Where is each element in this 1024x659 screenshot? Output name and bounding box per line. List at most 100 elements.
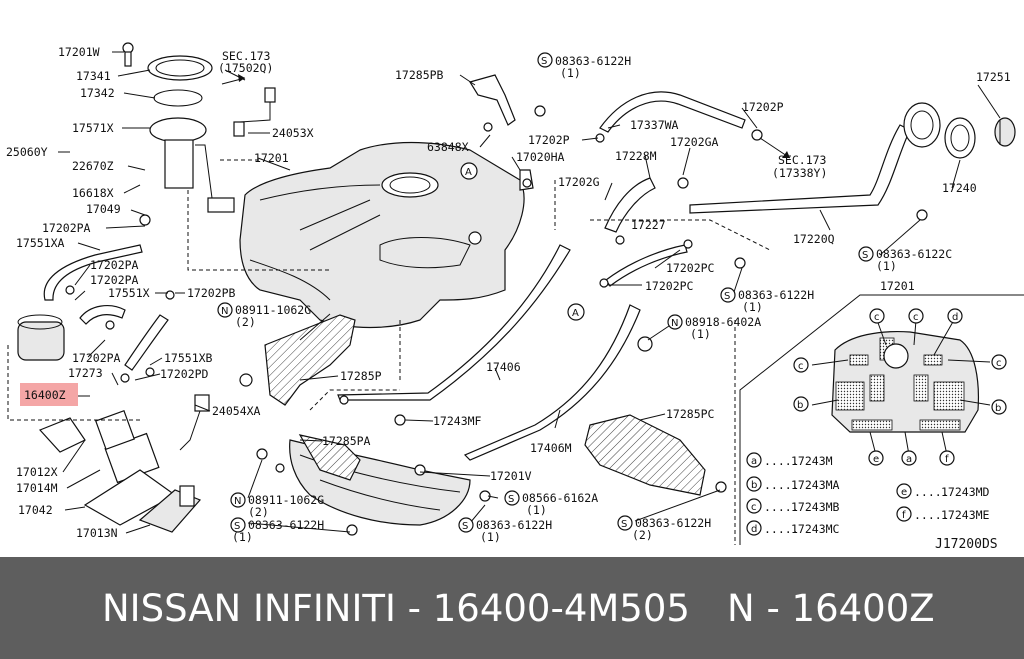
- label-17285P: 17285P: [340, 369, 382, 383]
- label-25060Y: 25060Y: [6, 145, 48, 159]
- inset-callout-f: f: [945, 454, 949, 465]
- label-17406M: 17406M: [530, 441, 572, 455]
- label-08363-6122H-d-qty: (1): [480, 530, 501, 544]
- label-08363-6122H-b-qty: (1): [742, 300, 763, 314]
- circle-s-marker-2: S: [862, 250, 868, 261]
- fuel-filter-16400Z: [17, 314, 65, 361]
- part-number-banner: NISSAN INFINITI - 16400-4M505 N - 16400Z: [0, 557, 1024, 659]
- label-08911-1062G-b-qty: (2): [248, 505, 269, 519]
- label-08363-6122H-c: 08363-6122H: [248, 518, 324, 532]
- label-17202GA: 17202GA: [670, 135, 719, 149]
- label-17201-inset: 17201: [880, 279, 915, 293]
- dashed-guide-lines: [7, 159, 771, 545]
- legend-key-f: f: [902, 510, 906, 521]
- legend-code-b: 17243MA: [791, 478, 840, 492]
- bracket-17012X: [38, 417, 86, 453]
- part-labels: 17201W 17341 17342 SEC.173 (17502Q) 2405…: [6, 45, 1011, 544]
- label-08363-6122H-d: 08363-6122H: [476, 518, 552, 532]
- label-08566-6162A: 08566-6162A: [522, 491, 598, 505]
- inset-callouts: c c d c c b b e a f: [793, 308, 1007, 466]
- label-17013N: 17013N: [76, 526, 118, 540]
- label-08911-1062G-a-qty: (2): [235, 315, 256, 329]
- circle-s-marker-4: S: [508, 494, 514, 505]
- label-17228M: 17228M: [615, 149, 657, 163]
- label-17341: 17341: [76, 69, 111, 83]
- inset-callout-c-3: c: [798, 361, 804, 372]
- circle-a-marker-2: A: [572, 308, 579, 319]
- label-08918-6402A: 08918-6402A: [685, 315, 761, 329]
- label-17551X: 17551X: [108, 286, 150, 300]
- label-08918-6402A-qty: (1): [690, 327, 711, 341]
- label-17049: 17049: [86, 202, 121, 216]
- inset-panel: [739, 294, 1024, 545]
- label-17202PA-b: 17202PA: [90, 258, 139, 272]
- leader-lines: [58, 51, 1001, 534]
- label-17227: 17227: [631, 218, 666, 232]
- label-08363-6122C-qty: (1): [876, 259, 897, 273]
- circle-n-marker: N: [221, 306, 228, 317]
- label-08566-6162A-qty: (1): [526, 503, 547, 517]
- section-arrows: [221, 74, 791, 159]
- label-17202G: 17202G: [558, 175, 600, 189]
- part-highlight: [20, 383, 78, 406]
- inset-callout-e: e: [873, 454, 879, 465]
- label-17201W: 17201W: [58, 45, 100, 59]
- label-24053X: 24053X: [272, 126, 314, 140]
- label-08911-1062G-b: 08911-1062G: [248, 493, 324, 507]
- legend-dots-c: .....: [764, 500, 799, 514]
- inset-callout-d: d: [952, 312, 958, 323]
- label-17285PC: 17285PC: [666, 407, 715, 421]
- label-17342: 17342: [80, 86, 115, 100]
- label-17243MF: 17243MF: [433, 414, 482, 428]
- tank-strap-17406M: [463, 304, 641, 461]
- reference-a-markers: A A: [460, 162, 585, 321]
- label-08911-1062G-a: 08911-1062G: [235, 303, 311, 317]
- label-16400Z: 16400Z: [24, 388, 66, 402]
- label-17201: 17201: [254, 151, 289, 165]
- label-17285PA: 17285PA: [322, 434, 371, 448]
- bracket-17285PB: [469, 74, 516, 126]
- label-08363-6122H-e: 08363-6122H: [635, 516, 711, 530]
- legend-dots-f: .....: [914, 508, 949, 522]
- harness-24053X: [233, 87, 276, 137]
- label-sec173-b: SEC.173: [778, 153, 827, 167]
- circle-n-marker-2: N: [671, 318, 678, 329]
- label-17202PA-c: 17202PA: [90, 273, 139, 287]
- filler-tube-17220Q: [689, 102, 941, 214]
- heat-shield-17285P: [264, 314, 356, 406]
- label-24054XA: 24054XA: [212, 404, 261, 418]
- label-17240: 17240: [942, 181, 977, 195]
- label-17273: 17273: [68, 366, 103, 380]
- banner-part-number: NISSAN INFINITI - 16400-4M505: [102, 587, 690, 630]
- label-17337WA: 17337WA: [630, 118, 679, 132]
- label-17202P-a: 17202P: [528, 133, 570, 147]
- heat-shield-17285PC: [584, 414, 706, 496]
- label-17202PC-a: 17202PC: [666, 261, 715, 275]
- label-17020HA: 17020HA: [516, 150, 565, 164]
- fuel-pump-module-25060Y: [147, 55, 235, 213]
- hose-17551XB: [124, 314, 169, 371]
- label-08363-6122C: 08363-6122C: [876, 247, 952, 261]
- label-17571X: 17571X: [72, 121, 114, 135]
- inset-callout-b-2: b: [995, 403, 1001, 414]
- label-sec173-b-sub: (17338Y): [772, 166, 827, 180]
- circle-s-marker: S: [541, 56, 547, 67]
- legend-key-c: c: [751, 502, 757, 513]
- banner-oem-code: N - 16400Z: [727, 587, 935, 630]
- label-08363-6122H-e-qty: (2): [632, 528, 653, 542]
- label-63848X: 63848X: [427, 140, 469, 154]
- fuel-tank-parts-diagram: 17201W 17341 17342 SEC.173 (17502Q) 2405…: [6, 42, 1024, 552]
- hose-17551XA: [43, 244, 143, 301]
- vent-hose-17337WA: [599, 91, 746, 133]
- label-08363-6122H-a: 08363-6122H: [555, 54, 631, 68]
- hose-17227: [605, 244, 688, 287]
- circle-n-marker-3: N: [234, 496, 241, 507]
- circle-s-marker-3: S: [724, 291, 730, 302]
- legend-key-a: a: [751, 456, 757, 467]
- harness-24054XA: [179, 394, 210, 451]
- circle-s-marker-5: S: [234, 521, 240, 532]
- label-17406: 17406: [486, 360, 521, 374]
- heat-shield-17285PA: [298, 434, 361, 481]
- legend-code-a: 17243M: [791, 454, 833, 468]
